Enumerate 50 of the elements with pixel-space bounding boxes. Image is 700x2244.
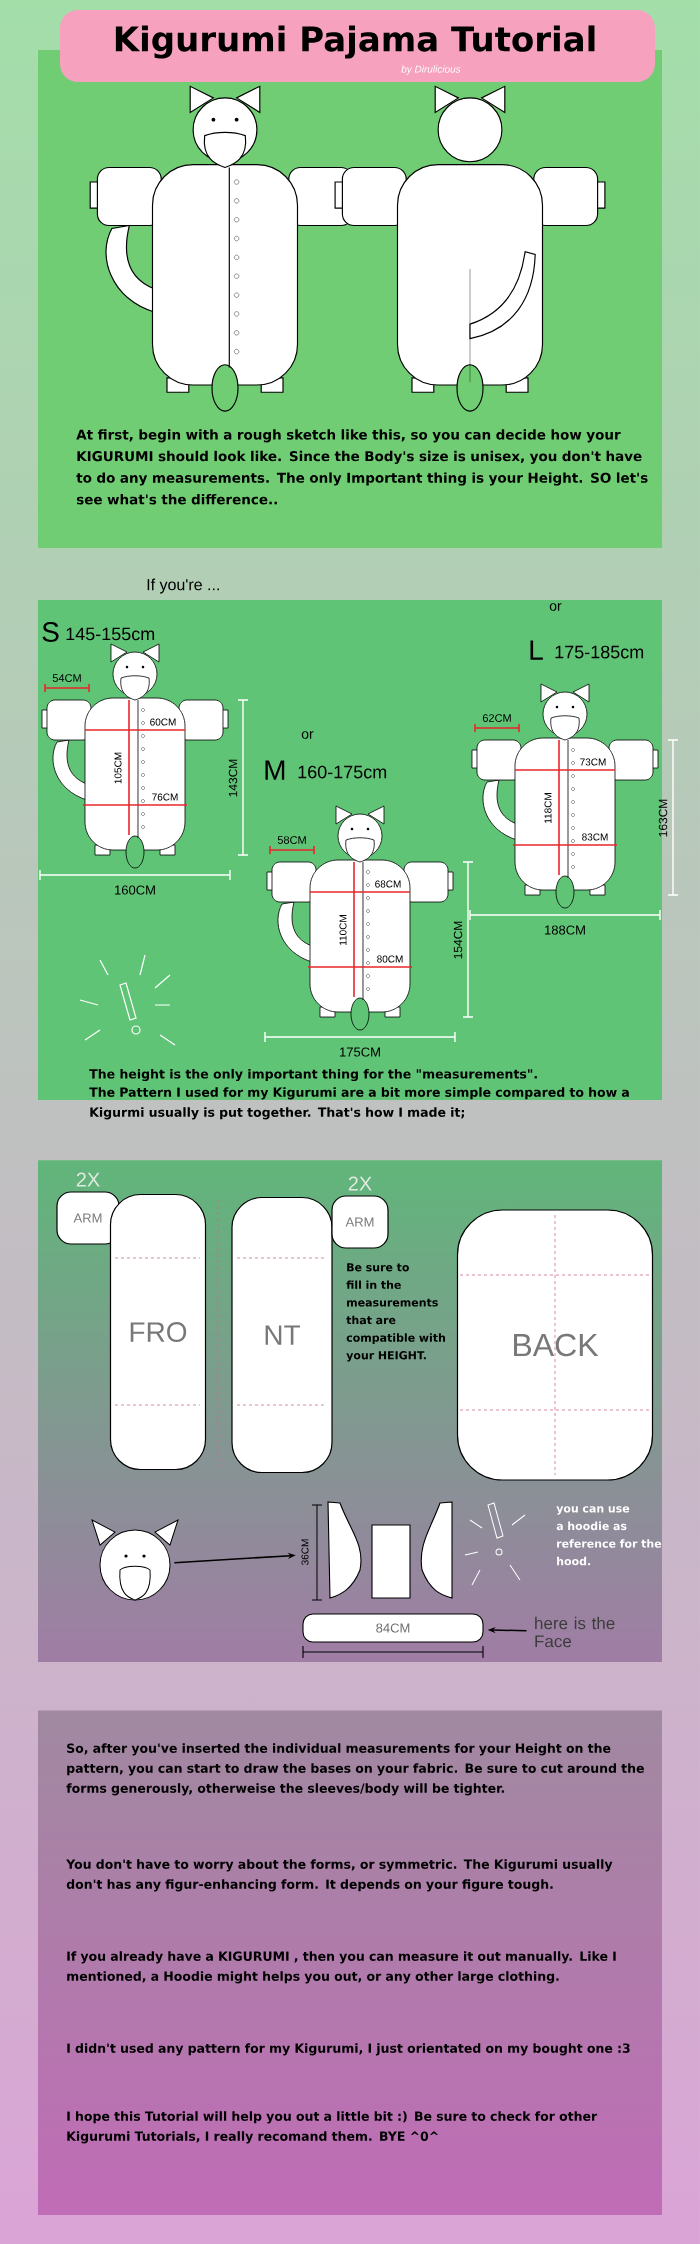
measurement-label: 154CM <box>453 921 463 959</box>
height-range: 145-155cm <box>66 627 155 641</box>
handwritten-note: or <box>301 731 314 739</box>
measurement-label: 73CM <box>580 758 606 766</box>
cat-hood-drawing <box>91 1519 179 1601</box>
paragraph: At first, begin with a rough sketch like this, so you can decide how your KIGURUMI should look like. Since the Body's size is unisex, you don't have to do any measurements. The only Important thing is your Height. SO let's see what's the difference.. <box>76 429 648 505</box>
size-letter: M <box>265 760 285 780</box>
paragraph: I hope this Tutorial will help you out a little bit :) Be sure to check for other Kigurumi Tutorials, I really recomand them. BYE ^0^ <box>67 2111 598 2144</box>
measurement-label: 36CM <box>301 1539 309 1565</box>
measurement-label: 80CM <box>377 955 403 963</box>
measurement-label: 110CM <box>339 915 347 945</box>
measurement-label: 68CM <box>375 880 401 888</box>
paragraph: The height is the only important thing for the "measurements". <box>89 1068 537 1082</box>
measurement-label: 58CM <box>277 836 306 844</box>
measurement-label: 76CM <box>152 793 178 801</box>
measurement-label: 105CM <box>114 752 122 784</box>
pattern-piece: FRO <box>109 1193 207 1471</box>
measurement-label: 163CM <box>658 799 668 837</box>
handwritten-note: here is the Face <box>535 1616 615 1648</box>
measurement-label: 54CM <box>52 674 81 682</box>
measurement-label: 175CM <box>340 1047 380 1057</box>
measurement-label: 118CM <box>544 793 552 823</box>
height-range: 175-185cm <box>555 645 644 659</box>
handwritten-note: or <box>549 603 562 611</box>
measurement-label: 60CM <box>150 718 176 726</box>
paragraph: You don't have to worry about the forms, or symmetric. The Kigurumi usually don't has any figur-enhancing form. It depends on your figure tough. <box>66 1859 613 1892</box>
size-letter: L <box>530 640 543 660</box>
pattern-piece: NT <box>231 1196 333 1474</box>
hood-pieces-drawing <box>327 1501 453 1599</box>
paragraph: I didn't used any pattern for my Kigurumi, I just orientated on my bought one :3 <box>67 2043 630 2056</box>
measurement-label: 160CM <box>115 885 155 895</box>
pattern-piece: ARM <box>331 1195 389 1249</box>
count-note: 2X <box>348 1176 372 1191</box>
measurement-label: 143CM <box>228 759 238 797</box>
pattern-piece: BACK <box>456 1209 654 1481</box>
instruction-text: Be sure to fill in the measurements that are compatible with your HEIGHT. <box>346 1263 445 1362</box>
paragraph: If you already have a KIGURUMI , then you can measure it out manually. Like I mentioned, a Hoodie might helps you out, or any other large clothing. <box>67 1951 616 1984</box>
size-letter: S <box>42 622 59 642</box>
instruction-text: you can use a hoodie as reference for the hood. <box>556 1506 662 1566</box>
pattern-piece: 84CM <box>302 1613 484 1643</box>
height-range: 160-175cm <box>298 765 387 779</box>
measurement-label: 188CM <box>545 925 585 935</box>
author-credit: by Dirulicious <box>401 65 461 75</box>
measurement-label: 62CM <box>482 714 511 722</box>
paragraph: The Pattern I used for my Kigurumi are a bit more simple compared to how a Kigurmi usually is put together. That's how I made it; <box>89 1087 629 1120</box>
handwritten-note: If you're ... <box>147 578 219 594</box>
count-note: 2X <box>76 1172 100 1187</box>
paragraph: So, after you've inserted the individual measurements for your Height on the pattern, you can start to draw the bases on your fabric. Be sure to cut around the forms generously, otherweise the sleeves/body will be tighter. <box>66 1743 644 1796</box>
measurement-label: 83CM <box>582 833 608 841</box>
title: Kigurumi Pajama Tutorial <box>115 25 595 59</box>
